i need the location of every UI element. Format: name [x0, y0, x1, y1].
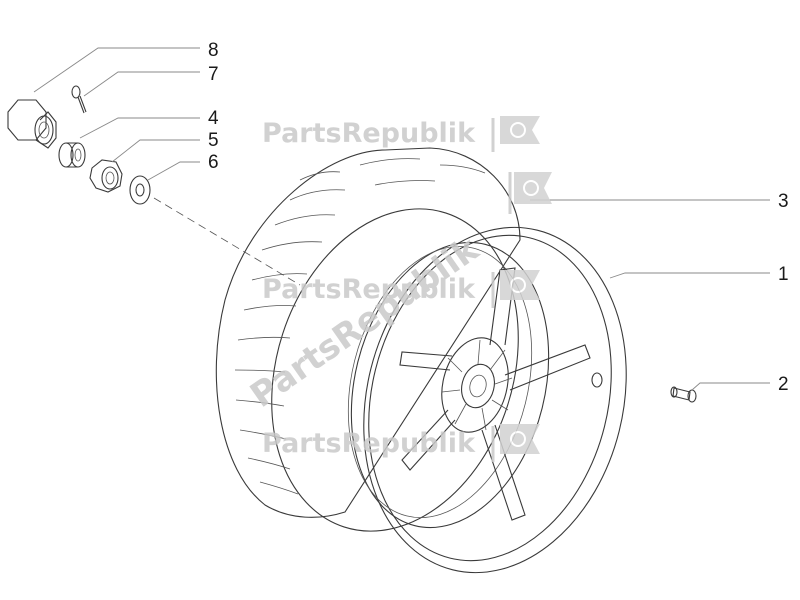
- axle-centre-line: [153, 197, 301, 286]
- valve: [670, 386, 697, 403]
- split-pin: [71, 85, 87, 114]
- watermark-text: PartsRepublik: [262, 274, 476, 305]
- watermark-text: PartsRepublik: [243, 228, 487, 415]
- watermark-top: PartsRepublik: [262, 116, 540, 152]
- callout-number-1: 1: [778, 264, 789, 285]
- watermark-diagonal: PartsRepublik: [243, 228, 487, 415]
- callout-number-3: 3: [778, 191, 789, 212]
- gear-flag-icon: [500, 270, 540, 300]
- washer: [129, 175, 151, 205]
- cap-nut: [7, 99, 57, 149]
- callout-numbers: 8 7 4 5 6 3 1 2: [208, 40, 789, 395]
- tyre: [215, 147, 521, 532]
- callout-number-7: 7: [208, 64, 219, 85]
- watermark-corner-icon: [508, 172, 552, 214]
- watermark-text: PartsRepublik: [262, 428, 476, 459]
- spacer: [58, 142, 86, 168]
- callout-number-8: 8: [208, 40, 219, 61]
- callout-number-4: 4: [208, 108, 219, 129]
- gear-flag-icon: [500, 424, 540, 454]
- callout-number-6: 6: [208, 152, 219, 173]
- leader-7: [83, 71, 200, 97]
- rim: [347, 226, 627, 574]
- callout-number-5: 5: [208, 130, 219, 151]
- leader-2: [691, 382, 770, 391]
- leader-4: [79, 117, 200, 139]
- watermark-text: PartsRepublik: [262, 118, 476, 149]
- leader-5: [111, 139, 200, 163]
- leader-8: [33, 47, 200, 93]
- gear-flag-icon: [514, 172, 552, 204]
- nut: [89, 159, 123, 193]
- gear-flag-icon: [500, 116, 540, 144]
- leader-6: [147, 161, 200, 181]
- leader-1: [609, 272, 770, 279]
- watermark-bottom: PartsRepublik: [262, 424, 540, 462]
- watermark-mid: PartsRepublik: [262, 270, 540, 308]
- callout-number-2: 2: [778, 374, 789, 395]
- leader-lines: [33, 47, 770, 391]
